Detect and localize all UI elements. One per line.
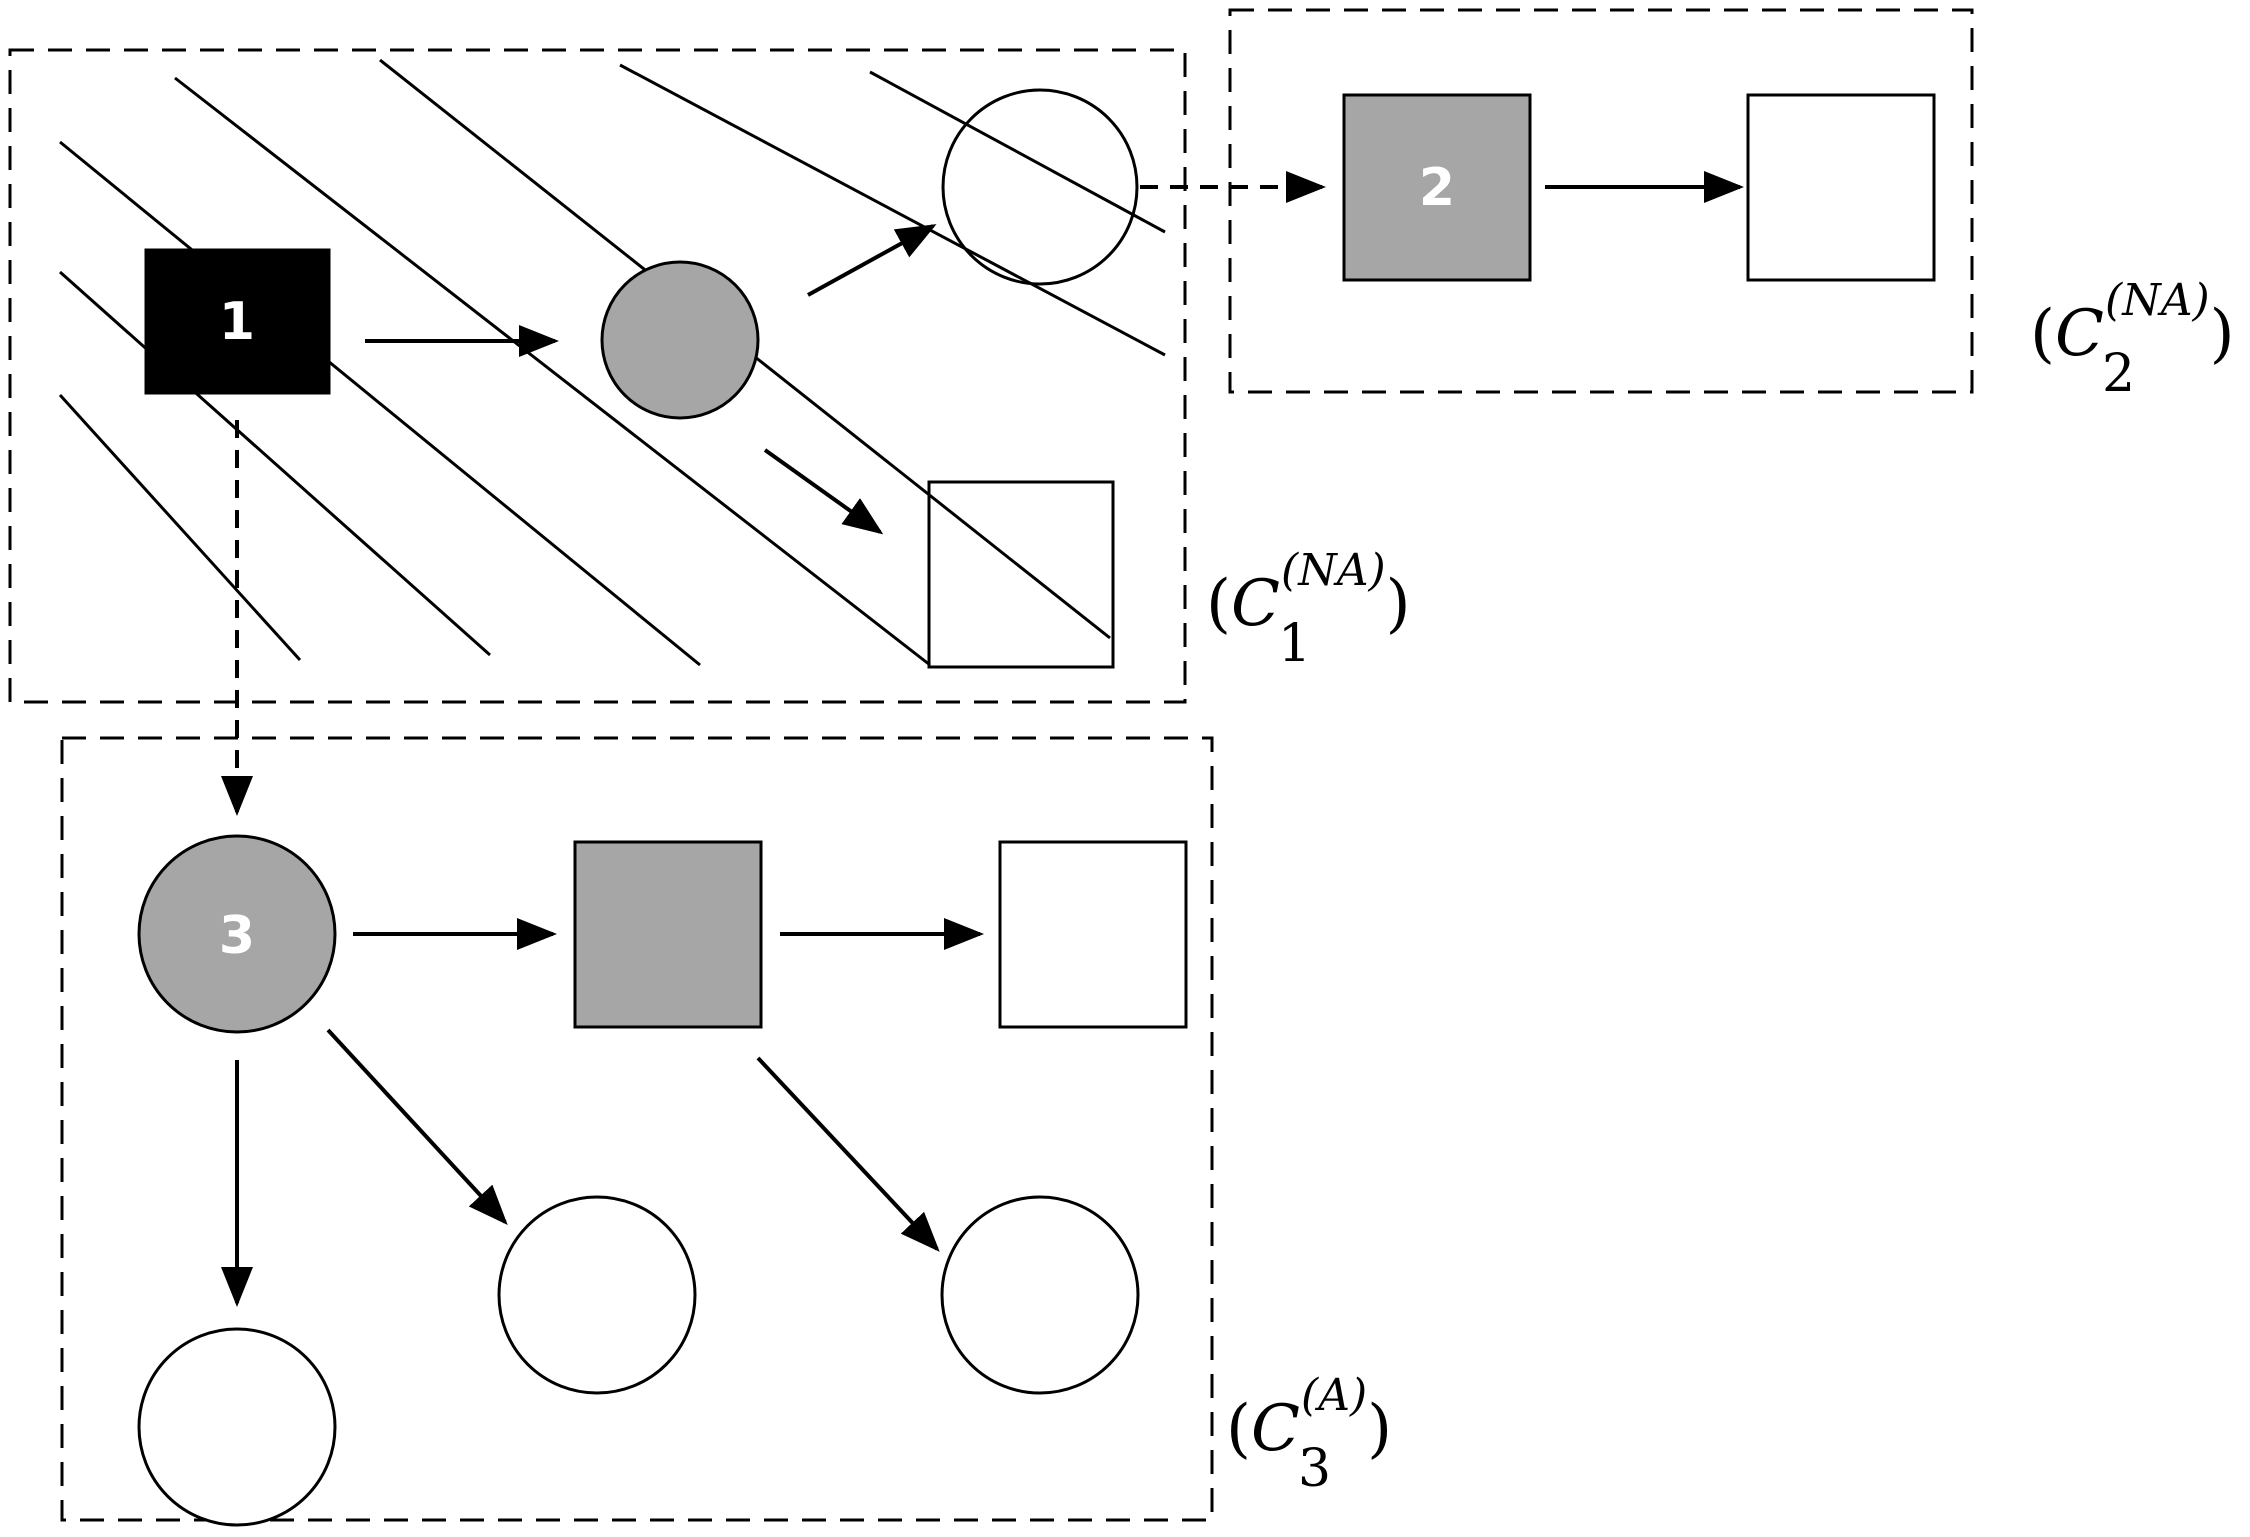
node-1-square bbox=[144, 248, 331, 395]
node-c1-white-circle-top bbox=[941, 88, 1139, 286]
arrow-3-to-middle-circle bbox=[326, 1028, 508, 1225]
dashed-arrows bbox=[221, 171, 1326, 816]
node-c3-white-circle-bottom-left bbox=[137, 1327, 337, 1527]
node-c3-white-circle-right bbox=[940, 1195, 1140, 1395]
node-2-square bbox=[1342, 93, 1532, 282]
cluster-c3-border bbox=[60, 736, 1214, 1522]
cluster-c1-border bbox=[8, 48, 1187, 704]
node-c1-gray-circle bbox=[600, 260, 760, 420]
node-c2-white-square bbox=[1746, 93, 1936, 282]
node-3-circle bbox=[137, 834, 337, 1034]
node-3: 3 bbox=[137, 834, 337, 1034]
arrow-gray-square-to-right-circle bbox=[756, 1056, 940, 1252]
node-2: 2 bbox=[1342, 93, 1532, 282]
arrow-gray-circle-to-white-circle bbox=[807, 224, 937, 297]
cluster-c2-border bbox=[1228, 8, 1974, 394]
node-3-label: 3 bbox=[219, 906, 255, 966]
node-c3-white-square bbox=[998, 840, 1188, 1029]
arrow-gray-circle-to-white-square bbox=[763, 448, 884, 535]
node-c3-gray-square bbox=[573, 840, 763, 1029]
node-c3-white-circle-middle bbox=[497, 1195, 697, 1395]
node-c1-white-square bbox=[927, 480, 1115, 669]
node-2-label: 2 bbox=[1419, 158, 1455, 218]
node-1: 1 bbox=[144, 248, 331, 395]
solid-arrows bbox=[221, 171, 1744, 1307]
node-1-label: 1 bbox=[219, 292, 255, 352]
